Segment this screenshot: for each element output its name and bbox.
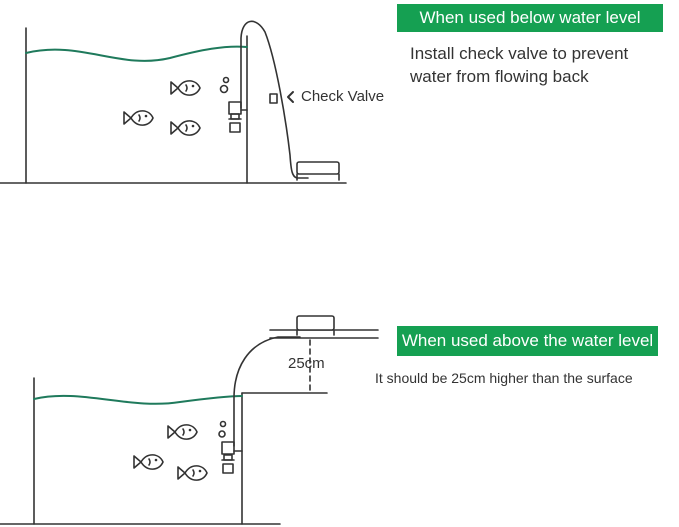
top-scenario-badge: When used below water level <box>397 4 663 32</box>
check-valve-icon <box>269 93 278 104</box>
bubble-icon <box>219 420 227 428</box>
pump-icon <box>221 441 243 474</box>
pump-icon <box>228 101 248 133</box>
fish-icon <box>167 424 198 440</box>
bottom-scenario-badge: When used above the water level <box>397 326 658 356</box>
bubble-icon <box>219 84 229 94</box>
top-scene <box>0 20 347 184</box>
top-note-line2: water from flowing back <box>410 67 589 86</box>
check-valve-label: Check Valve <box>301 88 385 105</box>
outlet-box-icon <box>296 315 335 336</box>
top-water-surface <box>25 45 248 62</box>
fish-icon <box>123 110 154 126</box>
bottom-water-surface <box>33 394 243 405</box>
top-note-line1: Install check valve to prevent <box>410 44 629 63</box>
bottom-scene <box>0 315 379 525</box>
bottom-note: It should be 25cm higher than the surfac… <box>375 370 633 386</box>
fish-icon <box>170 80 201 96</box>
height-label: 25cm <box>288 355 325 372</box>
outlet-box-icon <box>296 161 340 181</box>
fish-icon <box>170 120 201 136</box>
fish-icon <box>133 454 164 470</box>
chevron-left-icon <box>287 91 294 103</box>
bubble-icon <box>218 430 226 438</box>
top-tube <box>240 20 309 179</box>
bubble-icon <box>222 76 230 84</box>
fish-icon <box>177 465 208 481</box>
